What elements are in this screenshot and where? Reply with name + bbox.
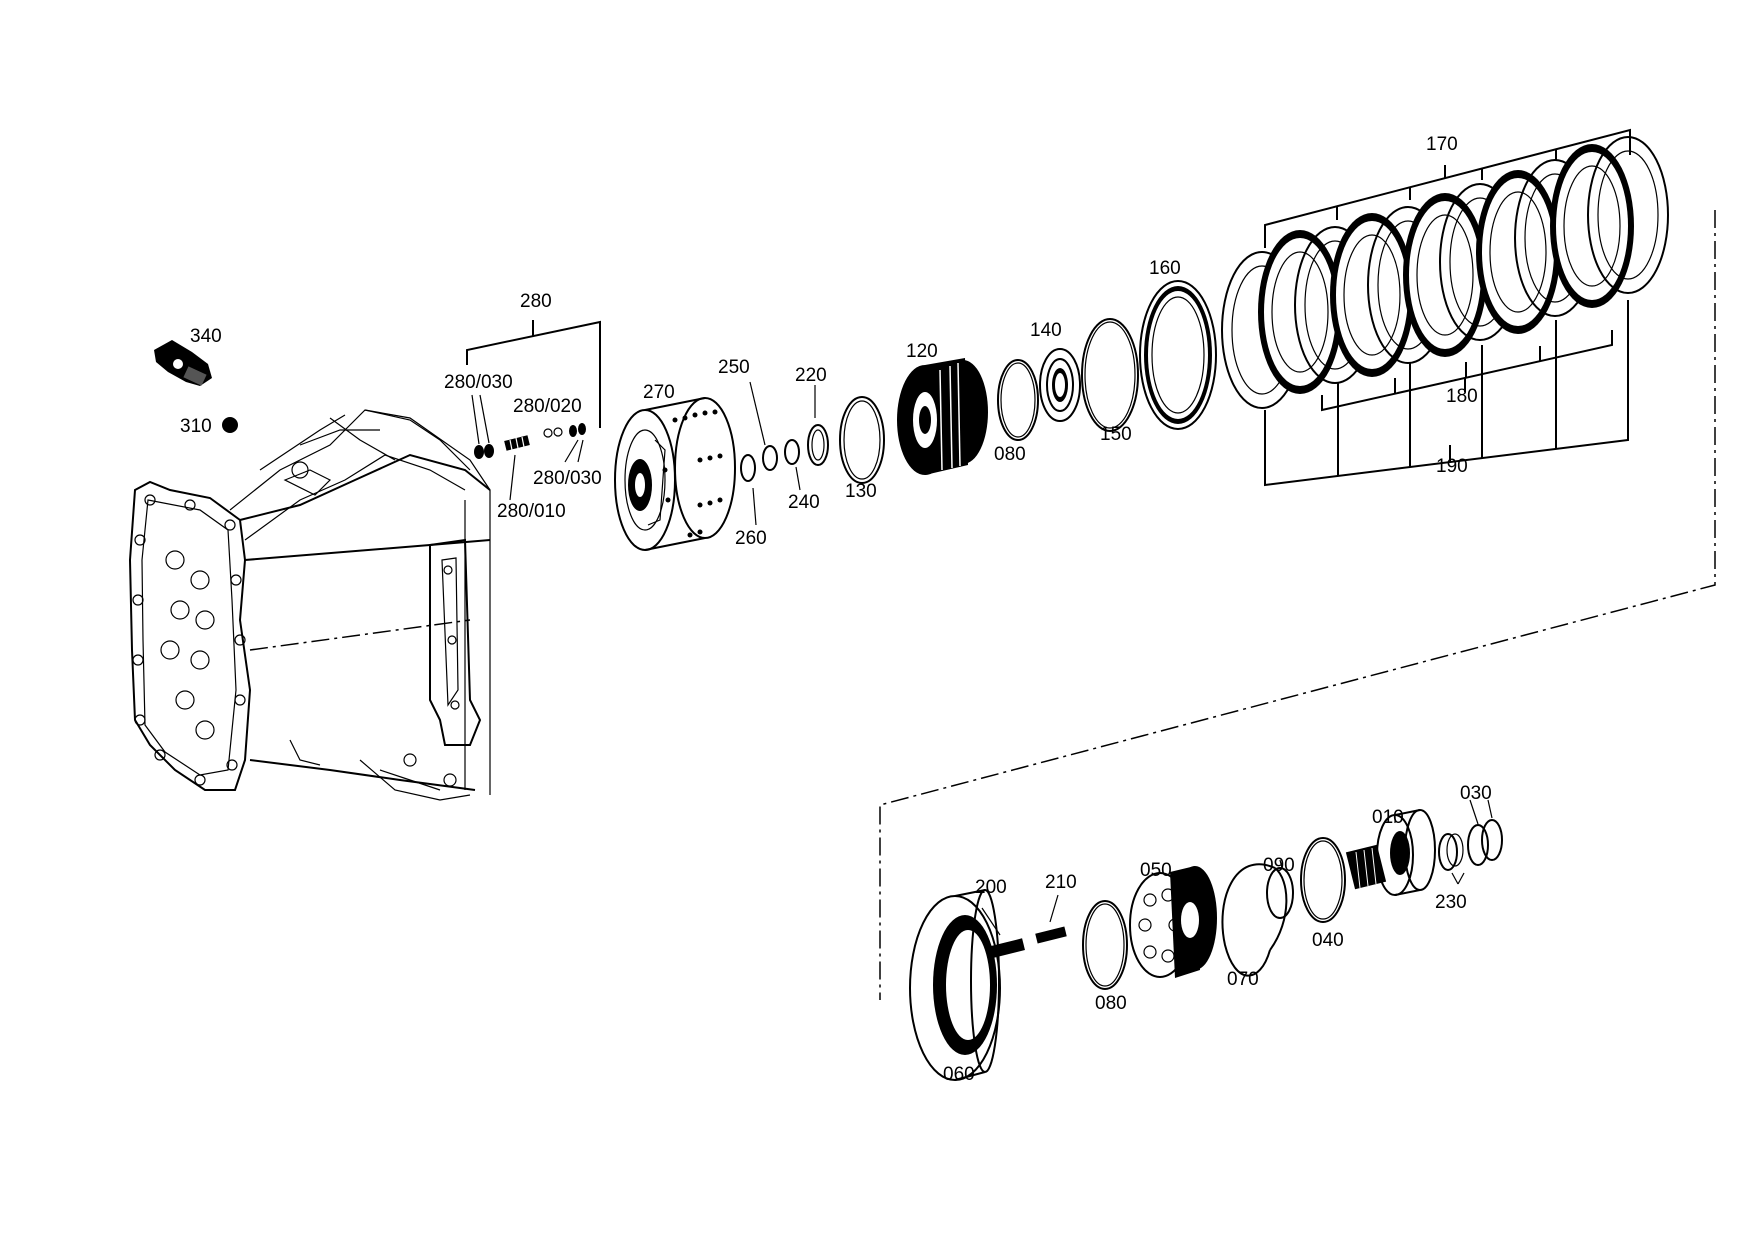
label-010: 010 xyxy=(1372,807,1404,828)
label-270: 270 xyxy=(643,382,675,403)
label-070: 070 xyxy=(1227,969,1259,990)
label-220: 220 xyxy=(795,365,827,386)
clutch-disc xyxy=(1476,170,1560,334)
part-group-280 xyxy=(466,320,601,501)
clutch-drum-270 xyxy=(614,397,736,551)
ring-150 xyxy=(1081,318,1139,432)
ring-090 xyxy=(1266,859,1294,919)
ring-040 xyxy=(1300,837,1346,923)
pin-210 xyxy=(1035,894,1067,944)
label-190: 190 xyxy=(1436,456,1468,477)
label-040: 040 xyxy=(1312,930,1344,951)
label-120: 120 xyxy=(906,341,938,362)
label-280-030-right: 280/030 xyxy=(533,468,602,489)
ring-070 xyxy=(1221,863,1288,977)
seal-060 xyxy=(909,889,1001,1081)
sensor-340 xyxy=(154,340,212,386)
transmission-housing xyxy=(128,409,491,801)
label-090: 090 xyxy=(1263,855,1295,876)
ring-220 xyxy=(807,385,829,466)
clutch-disc xyxy=(1550,144,1634,308)
label-230: 230 xyxy=(1435,892,1467,913)
label-280-020: 280/020 xyxy=(513,396,582,417)
ring-260 xyxy=(740,454,757,526)
label-080-bottom: 080 xyxy=(1095,993,1127,1014)
ring-080-top xyxy=(997,359,1039,441)
label-340: 340 xyxy=(190,326,222,347)
label-030: 030 xyxy=(1460,783,1492,804)
gear-hub-120 xyxy=(897,358,988,475)
carrier-050 xyxy=(1129,866,1217,978)
plate-160 xyxy=(1139,280,1217,430)
label-150: 150 xyxy=(1100,424,1132,445)
ring-240 xyxy=(784,439,801,491)
ring-130 xyxy=(839,396,885,484)
label-140: 140 xyxy=(1030,320,1062,341)
label-200: 200 xyxy=(975,877,1007,898)
label-050: 050 xyxy=(1140,860,1172,881)
pin-200 xyxy=(981,907,1025,958)
clutch-pack xyxy=(1221,128,1669,487)
clutch-disc xyxy=(1403,193,1487,357)
label-170: 170 xyxy=(1426,134,1458,155)
label-180: 180 xyxy=(1446,386,1478,407)
label-130: 130 xyxy=(845,481,877,502)
label-280-010: 280/010 xyxy=(497,501,566,522)
ring-030 xyxy=(1467,799,1503,866)
label-280: 280 xyxy=(520,291,552,312)
label-250: 250 xyxy=(718,357,750,378)
label-060: 060 xyxy=(943,1064,975,1085)
ring-230 xyxy=(1438,833,1465,885)
label-210: 210 xyxy=(1045,872,1077,893)
label-240: 240 xyxy=(788,492,820,513)
label-310: 310 xyxy=(180,416,212,437)
label-080-top: 080 xyxy=(994,444,1026,465)
clutch-plate xyxy=(1587,136,1669,294)
ring-080-bottom xyxy=(1082,900,1128,990)
spring-280-010 xyxy=(504,435,530,501)
label-160: 160 xyxy=(1149,258,1181,279)
label-260: 260 xyxy=(735,528,767,549)
ring-250 xyxy=(749,381,778,471)
label-280-030-left: 280/030 xyxy=(444,372,513,393)
clutch-disc xyxy=(1330,213,1414,377)
plug-310 xyxy=(222,417,238,433)
assembly-axis-line xyxy=(879,210,1716,1000)
part-labels: 340 310 280 280/030 280/020 280/030 280/… xyxy=(180,134,1492,1085)
piston-140 xyxy=(1039,348,1081,422)
clutch-disc xyxy=(1258,230,1342,394)
shaft-010 xyxy=(1345,809,1436,896)
